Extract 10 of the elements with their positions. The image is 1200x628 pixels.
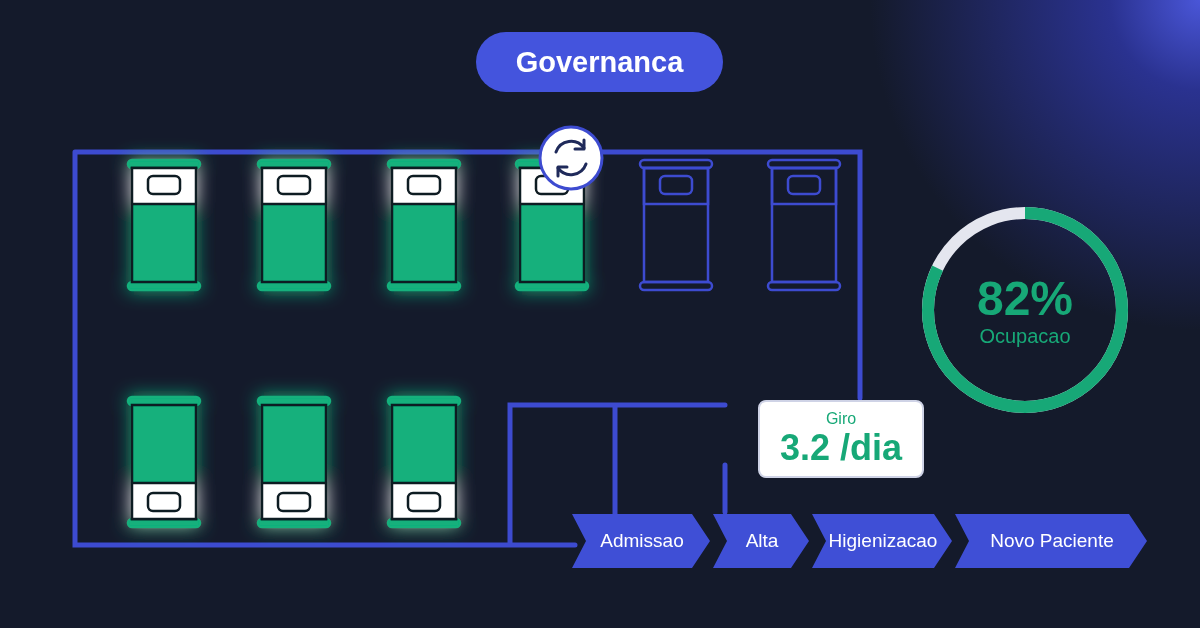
metric-label: Giro: [825, 410, 857, 428]
title-pill: Governanca: [476, 32, 723, 92]
gauge-label: Ocupacao: [979, 324, 1071, 348]
process-step: Higienizacao: [812, 514, 952, 568]
process-step: Admissao: [572, 514, 710, 568]
process-step: Novo Paciente: [955, 514, 1147, 568]
metric-value: 3.2 /dia: [779, 428, 903, 468]
percentage-value: 82%: [976, 272, 1074, 325]
process-step: Alta: [713, 514, 809, 568]
metric-card: [758, 400, 924, 478]
